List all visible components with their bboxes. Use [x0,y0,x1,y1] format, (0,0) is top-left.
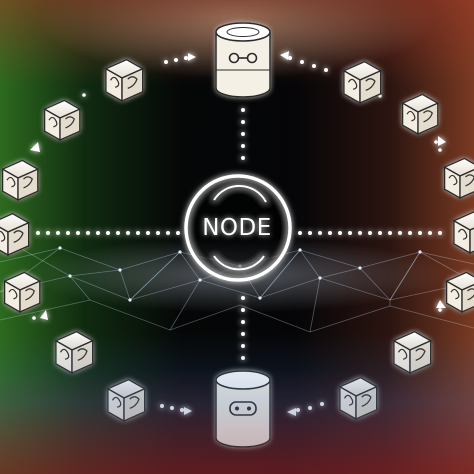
cube-icon [0,212,30,256]
arrow-right-icon [184,407,192,415]
cube-icon [343,60,382,104]
cube-icon [107,378,146,422]
cube-icon [401,93,439,135]
arrowheads [30,51,446,416]
database-cylinder-icon[interactable] [215,22,271,98]
arrow-left-icon [287,408,296,416]
network-nodes [58,246,422,302]
network-mesh [0,247,474,333]
arrow-down-icon [436,300,446,308]
cube-icon [105,58,144,102]
arrow-left-icon [280,51,289,60]
arrow-up-icon [30,142,40,152]
cube-icon [55,330,94,374]
database-cylinder-icon[interactable] [215,370,271,448]
node-label: NODE [202,215,272,241]
arrow-right-icon [188,53,196,61]
cube-icon [445,271,474,313]
arrow-down-icon [438,136,446,146]
arrow-up-icon [40,310,48,320]
cube-icon [339,376,378,420]
connector-dots [32,56,450,412]
cube-icon [1,159,39,201]
cube-icon [43,99,81,141]
cube-icon [443,157,474,199]
node-hub[interactable] [184,174,292,282]
cube-icon [393,330,432,374]
cube-icon [3,271,41,313]
cube-icon [453,210,474,254]
